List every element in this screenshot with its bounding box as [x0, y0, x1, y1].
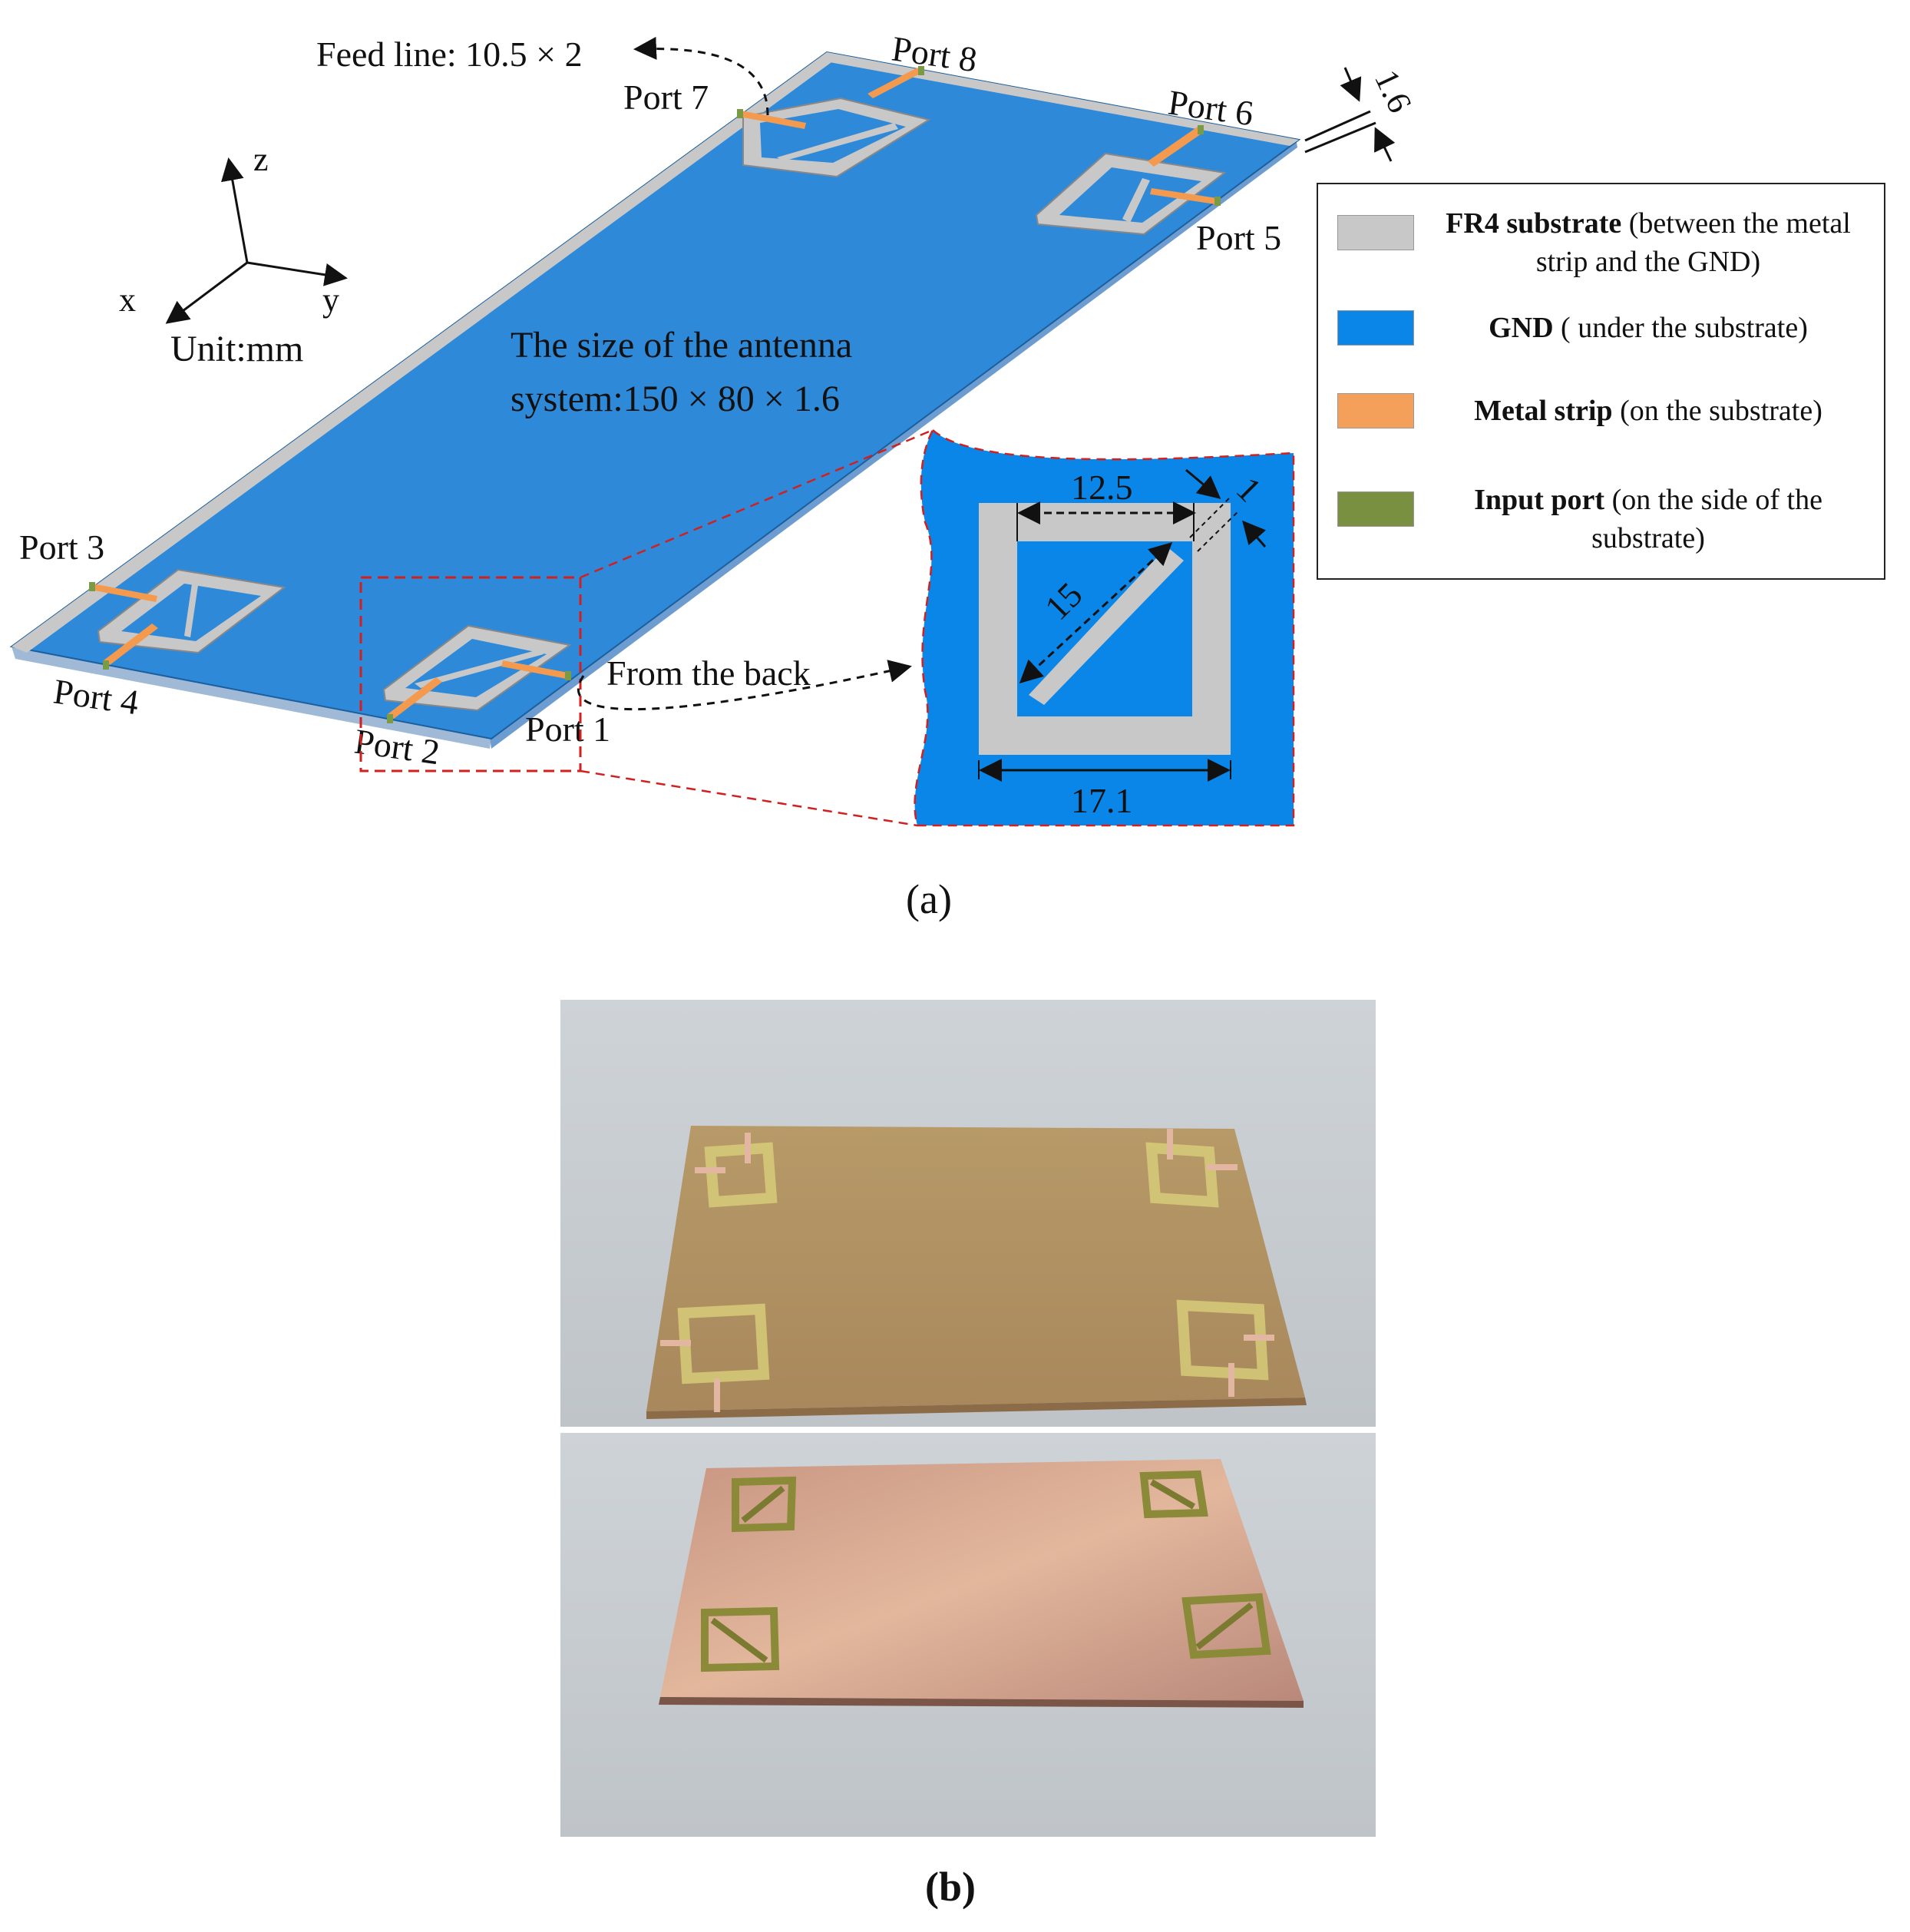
photo-bottom-side [560, 1433, 1376, 1837]
coordinate-axes [165, 157, 348, 324]
strip-port8 [867, 68, 923, 98]
slot-element-port5-6 [1035, 152, 1227, 236]
strip-port5 [1150, 188, 1217, 204]
inset-dim-top: 12.5 [1071, 468, 1133, 507]
thickness-label: 1.6 [1367, 65, 1419, 119]
legend-swatch-gnd [1337, 310, 1414, 346]
from-back-label: From the back [606, 653, 811, 693]
axis-y-label: y [322, 281, 339, 319]
size-label-line1: The size of the antenna [511, 325, 852, 366]
substrate-rim-right [825, 52, 1299, 146]
pcb-bottom-board [660, 1459, 1304, 1701]
legend-port-rest: (on the side of the [1604, 484, 1822, 516]
unit-label: Unit:mm [170, 329, 303, 369]
legend-substrate-line2: strip and the GND) [1535, 246, 1761, 278]
size-label-line2: system:150 × 80 × 1.6 [511, 379, 840, 419]
board-edge-left [12, 647, 491, 749]
legend-swatch-substrate [1337, 215, 1414, 250]
port-label-7: Port 7 [623, 78, 709, 117]
strip-port3 [91, 584, 157, 602]
legend-port-line2: substrate) [1591, 522, 1705, 554]
legend-substrate-bold: FR4 substrate [1446, 207, 1622, 240]
caption-b: (b) [925, 1864, 976, 1910]
substrate-rim-back [12, 52, 837, 653]
inset-dim-bottom: 17.1 [1071, 781, 1133, 820]
legend-port-bold: Input port [1474, 484, 1605, 516]
from-back-arrow [577, 660, 912, 711]
axis-z-label: z [253, 141, 269, 178]
metal-strips [91, 68, 1217, 719]
strip-port4 [104, 624, 158, 665]
strip-port2 [388, 677, 442, 719]
axis-x-label: x [119, 281, 136, 319]
legend-swatch-metal [1337, 393, 1414, 428]
legend-metal-rest: (on the substrate) [1612, 395, 1822, 427]
feed-line-label: Feed line: 10.5 × 2 [316, 35, 583, 74]
port-label-5: Port 5 [1196, 218, 1281, 257]
pcb-top-board [646, 1126, 1305, 1411]
photo-top-side [560, 1000, 1376, 1427]
strip-port1 [501, 660, 568, 679]
legend-swatch-port [1337, 491, 1414, 527]
legend-gnd-bold: GND [1489, 312, 1554, 344]
legend-metal-bold: Metal strip [1474, 395, 1613, 427]
caption-a: (a) [906, 876, 952, 922]
back-view-inset [914, 428, 1295, 827]
legend-gnd-rest: ( under the substrate) [1553, 312, 1808, 344]
antenna-board-3d [9, 51, 1396, 749]
legend: FR4 substrate (between the metal strip a… [1317, 183, 1885, 580]
feed-line-arrow [633, 36, 769, 116]
input-ports [89, 66, 1221, 723]
port-label-3: Port 3 [19, 528, 104, 567]
strip-port7 [739, 111, 806, 129]
legend-substrate-rest: (between the metal [1621, 207, 1851, 240]
zoom-region-box [359, 576, 582, 772]
port-label-1: Port 1 [525, 710, 610, 749]
strip-port6 [1148, 127, 1204, 167]
